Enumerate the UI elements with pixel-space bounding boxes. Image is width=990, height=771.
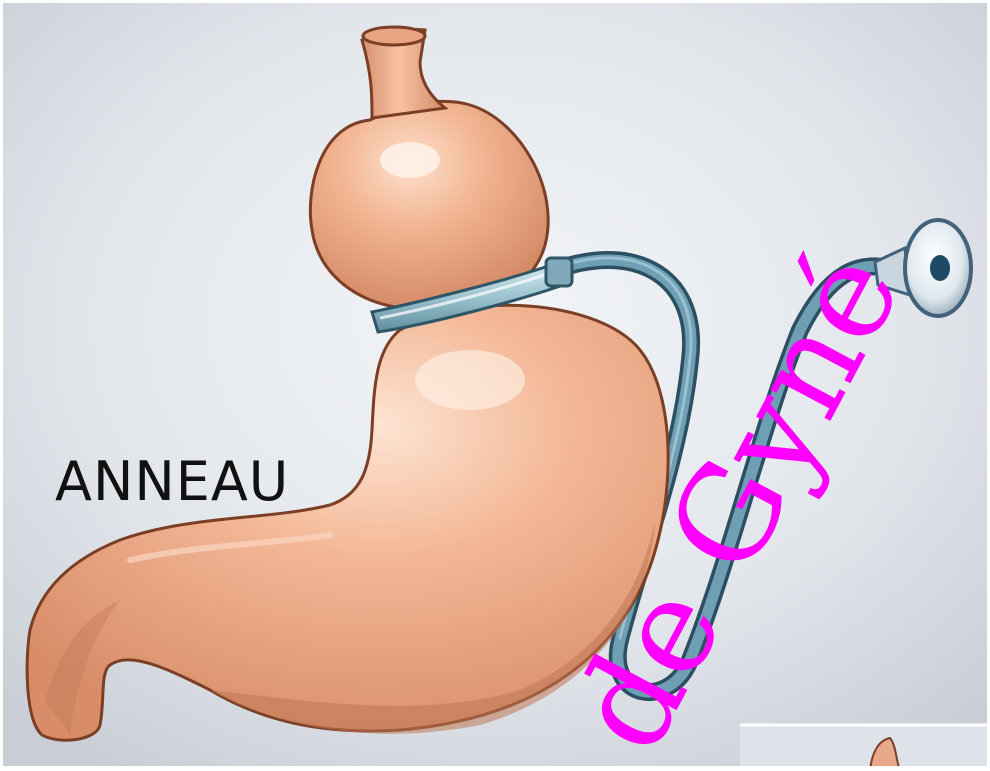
caption-label: ANNEAU (55, 450, 289, 513)
bottom-strip (0, 766, 990, 771)
corner-inset (740, 725, 990, 771)
